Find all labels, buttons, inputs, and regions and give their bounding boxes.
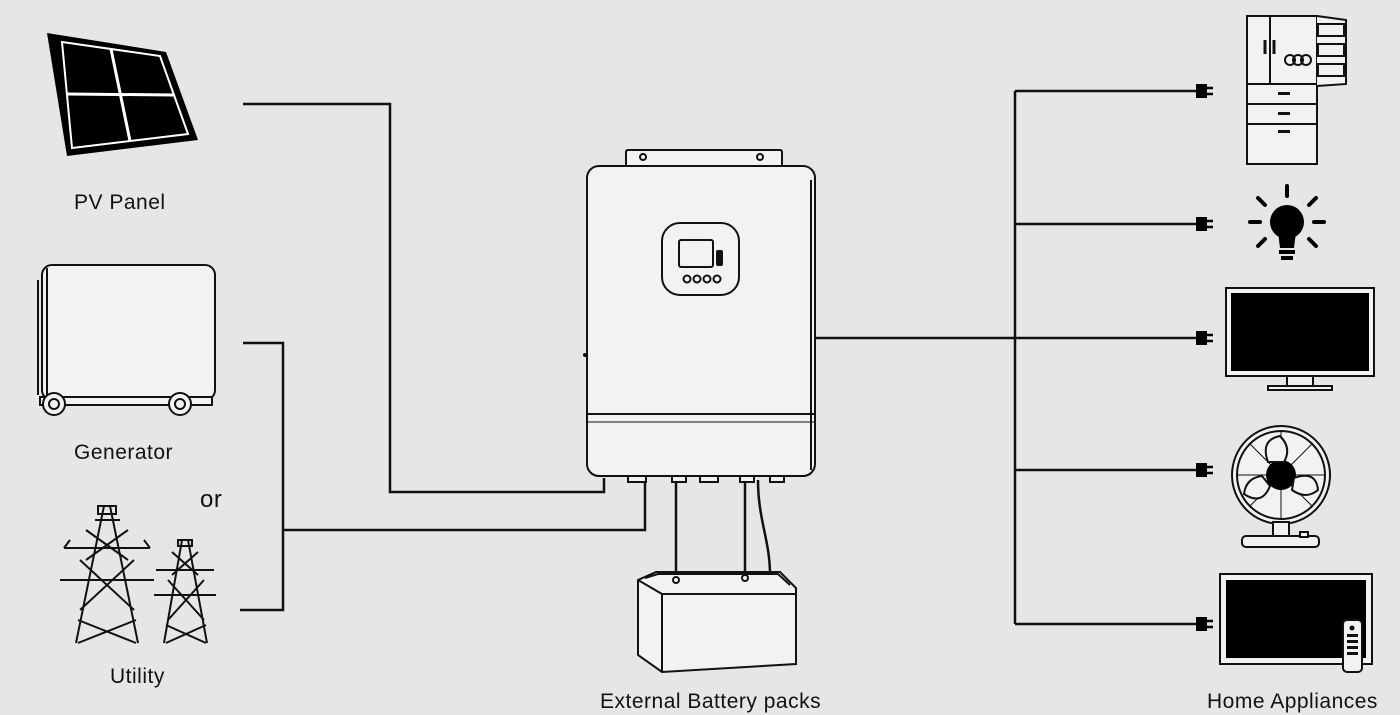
plug-icon	[1196, 84, 1213, 98]
solar-panel-icon	[47, 33, 198, 156]
battery-cable	[756, 479, 772, 576]
utility-label: Utility	[110, 665, 165, 688]
television-icon	[1219, 573, 1373, 665]
generator-icon	[37, 264, 216, 416]
refrigerator-icon	[1246, 15, 1347, 165]
remote-control-icon	[1342, 619, 1363, 673]
wires	[240, 89, 1198, 626]
battery-label: External Battery packs	[600, 690, 821, 713]
generator-label: Generator	[74, 441, 173, 464]
light-bulb-icon	[1248, 184, 1326, 260]
home-appliances-label: Home Appliances	[1207, 690, 1378, 713]
generator-utility-bracket	[240, 341, 285, 612]
power-tower-icon	[60, 505, 216, 644]
plugs	[1196, 84, 1213, 631]
plug-icon	[1196, 331, 1213, 345]
pv-wire	[243, 102, 606, 494]
ac-input-wire	[283, 478, 647, 532]
plug-icon	[1196, 617, 1213, 631]
monitor-icon	[1225, 287, 1375, 391]
battery-icon	[637, 571, 797, 674]
pv-panel-label: PV Panel	[74, 191, 166, 214]
plug-icon	[1196, 463, 1213, 477]
or-label: or	[200, 486, 222, 513]
plug-icon	[1196, 217, 1213, 231]
inverter-icon	[583, 149, 816, 483]
fan-icon	[1231, 425, 1331, 548]
